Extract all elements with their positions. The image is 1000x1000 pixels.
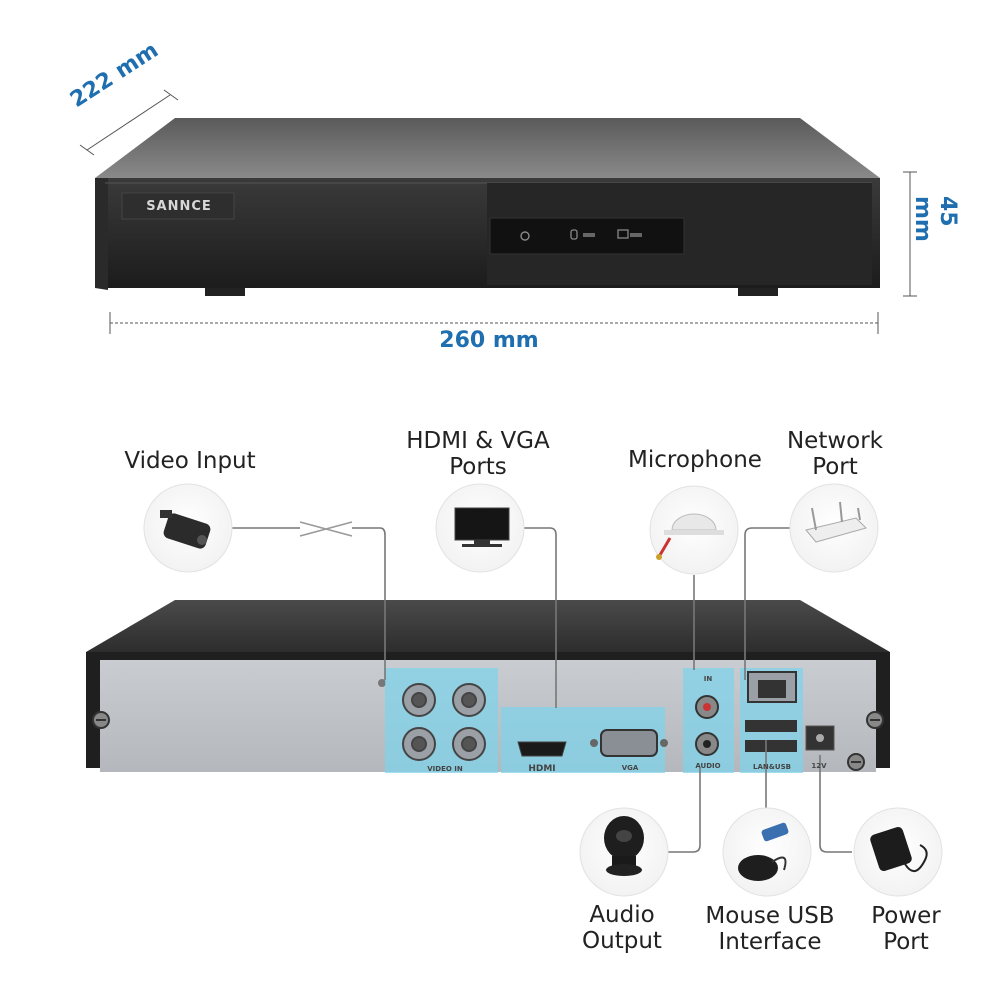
audio-out-label: AUDIO <box>695 762 721 770</box>
speaker-icon <box>604 816 644 876</box>
width-dimension: 260 mm <box>439 328 539 353</box>
power-port-label-line1: Power <box>871 903 941 929</box>
brand-logo: SANNCE <box>146 199 212 214</box>
dimension-lines <box>79 89 917 334</box>
mouse-usb-label: Mouse USB Interface <box>690 903 850 955</box>
monitor-icon <box>454 507 510 547</box>
front-device <box>95 118 880 296</box>
video-input-label: Video Input <box>124 448 256 474</box>
microphone-icon <box>656 513 724 560</box>
network-port-label-line1: Network <box>786 428 884 454</box>
network-port-label: Network Port <box>770 428 900 480</box>
rear-device <box>86 600 890 773</box>
audio-output-label: Audio Output <box>560 902 684 954</box>
camera-icon <box>160 510 211 549</box>
hdmi-vga-label-line2: Ports <box>449 454 507 480</box>
callout-lines <box>228 521 852 853</box>
mouse-usb-label-line1: Mouse USB <box>705 903 835 929</box>
power-port-label-line2: Port <box>883 929 929 955</box>
vga-label: VGA <box>621 764 639 772</box>
hdmi-label: HDMI <box>528 764 556 774</box>
microphone-label: Microphone <box>628 447 762 473</box>
mouse-icon <box>738 822 789 881</box>
audio-output-label-line1: Audio <box>589 902 655 928</box>
mouse-usb-label-line2: Interface <box>718 929 822 955</box>
power-led-icon <box>520 231 530 241</box>
hdmi-vga-label-line1: HDMI & VGA <box>406 428 550 454</box>
power-port-label: Power Port <box>850 903 962 955</box>
hdmi-vga-label: HDMI & VGA Ports <box>388 428 568 480</box>
bnc-connectors <box>402 683 486 761</box>
video-in-label: VIDEO IN <box>427 765 463 773</box>
audio-output-label-line2: Output <box>582 928 662 954</box>
router-icon <box>805 501 867 543</box>
audio-in-label: IN <box>703 675 713 683</box>
hdd-led-icon <box>570 229 578 240</box>
power-label: 12V <box>811 762 827 770</box>
lan-usb-label: LAN&USB <box>753 763 791 771</box>
network-led-icon <box>617 229 629 239</box>
network-port-label-line2: Port <box>812 454 858 480</box>
height-dimension: 45 mm <box>910 196 960 242</box>
power-adapter-icon <box>870 826 928 872</box>
